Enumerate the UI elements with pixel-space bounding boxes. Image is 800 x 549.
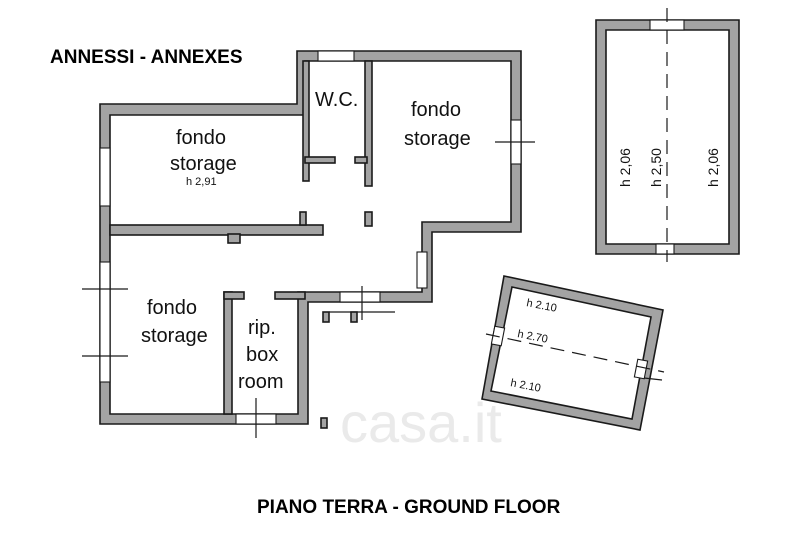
storage-bottom-left-line1: fondo [147,297,197,319]
annex-right-h-center: h 2,50 [648,148,664,187]
annex-right-h-right: h 2,06 [705,148,721,187]
window-corridor [416,251,428,289]
window-axis-lines [82,141,535,438]
window-left-top [99,147,111,207]
room-storage-top-right: fondo storage [404,99,471,150]
window-bottom-entrance [339,291,381,303]
storage-top-left-line2: storage [170,153,237,175]
annex-small-h-top: h 2.10 [525,297,557,315]
wall-wc-bottom-left [304,156,336,164]
entrance-pillar-2 [350,311,358,323]
wall-boxroom-left [223,291,233,415]
main-building [82,50,535,438]
wall-boxroom-top-left [223,291,245,300]
window-left-bottom [99,261,111,383]
storage-top-left-line1: fondo [176,127,226,149]
watermark-text: casa.it [340,391,502,454]
annex-small-h-middle: h 2.70 [516,328,548,346]
entrance-pillar-3 [320,417,328,429]
wall-corridor-stub-left [299,211,307,226]
wall-divider-jamb [227,233,241,244]
annex-right-h-left: h 2,06 [617,148,633,187]
box-room-line2: box [246,344,278,366]
annex-right-window-bottom [655,243,675,255]
storage-bottom-left-line2: storage [141,325,208,347]
room-box-room: rip. box room [238,317,284,393]
box-room-line1: rip. [248,317,276,339]
storage-top-right-line2: storage [404,128,471,150]
storage-top-left-height: h 2,91 [186,176,217,188]
annex-small-axis-tick [643,377,663,381]
wall-wc-left [302,60,310,182]
wall-boxroom-top-right [274,291,306,300]
ground-floor-title: PIANO TERRA - GROUND FLOOR [257,497,561,518]
wall-wc-door-jamb [354,156,368,164]
annex-small-window-right [633,358,649,380]
annex-small: h 2.10 h 2.70 h 2.10 [481,275,665,431]
room-storage-top-left: fondo storage h 2,91 [170,127,237,188]
annex-small-h-bottom: h 2.10 [509,377,541,395]
room-storage-bottom-left: fondo storage [141,297,208,347]
wc-label: W.C. [315,89,358,111]
box-room-line3: room [238,371,284,393]
wall-wc-right [364,60,373,187]
window-wc-top [317,50,355,62]
wall-left-rooms-divider [109,224,324,236]
annex-small-ridge-line [485,333,665,373]
annexes-title: ANNESSI - ANNEXES [50,47,243,68]
annex-right-wall [595,19,740,255]
storage-top-right-line1: fondo [411,99,461,121]
annex-right: h 2,06 h 2,50 h 2,06 [595,8,740,262]
entrance-pillar-1 [322,311,330,323]
wall-corridor-stub [364,211,373,227]
annex-small-wall [481,275,664,431]
